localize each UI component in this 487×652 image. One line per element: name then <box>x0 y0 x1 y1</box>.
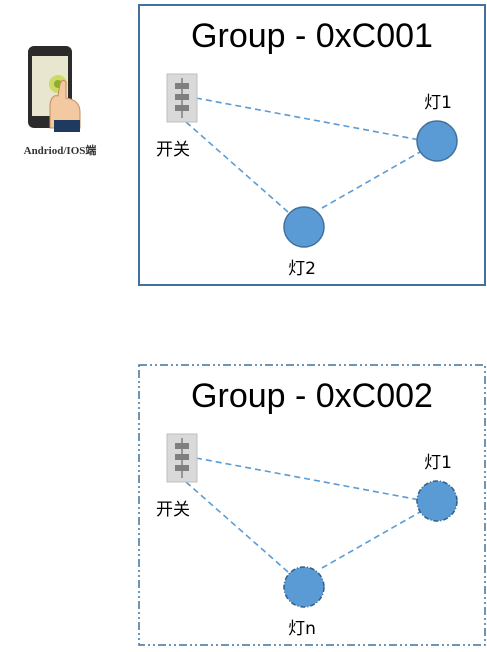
group-2-lamp-n-label: 灯n <box>288 619 316 639</box>
group-2-link-switch-lampn <box>185 481 289 573</box>
group-1-lamp-1 <box>416 120 458 162</box>
group-2-lamp-1-label: 灯1 <box>424 453 452 473</box>
phone-app-icon <box>28 46 81 132</box>
group-2-link-lampn-lamp1 <box>321 511 421 569</box>
group-1: Group - 0xC001 开关 灯1 灯2 <box>138 4 486 286</box>
group-1-lamp-2 <box>283 206 325 248</box>
group-1-link-switch-lamp2 <box>185 121 289 213</box>
group-2: Group - 0xC002 开关 灯1 灯n <box>138 364 486 646</box>
group-1-title: Group - 0xC001 <box>191 17 433 55</box>
group-1-switch-label: 开关 <box>156 140 190 160</box>
group-2-lamp-1 <box>416 480 458 522</box>
group-1-box <box>138 4 486 286</box>
group-2-switch-label: 开关 <box>156 500 190 520</box>
group-1-link-switch-lamp1 <box>195 97 421 141</box>
group-2-box <box>138 364 486 646</box>
group-1-link-lamp2-lamp1 <box>321 151 421 209</box>
group-2-link-switch-lamp1 <box>195 457 421 501</box>
app-label: Andriod/IOS端 <box>24 143 97 157</box>
group-1-switch-icon <box>166 73 198 123</box>
group-2-lamp-n <box>283 566 325 608</box>
group-1-lamp-1-label: 灯1 <box>424 93 452 113</box>
group-1-lamp-2-label: 灯2 <box>288 259 316 279</box>
group-2-switch-icon <box>166 433 198 483</box>
group-2-title: Group - 0xC002 <box>191 377 433 415</box>
